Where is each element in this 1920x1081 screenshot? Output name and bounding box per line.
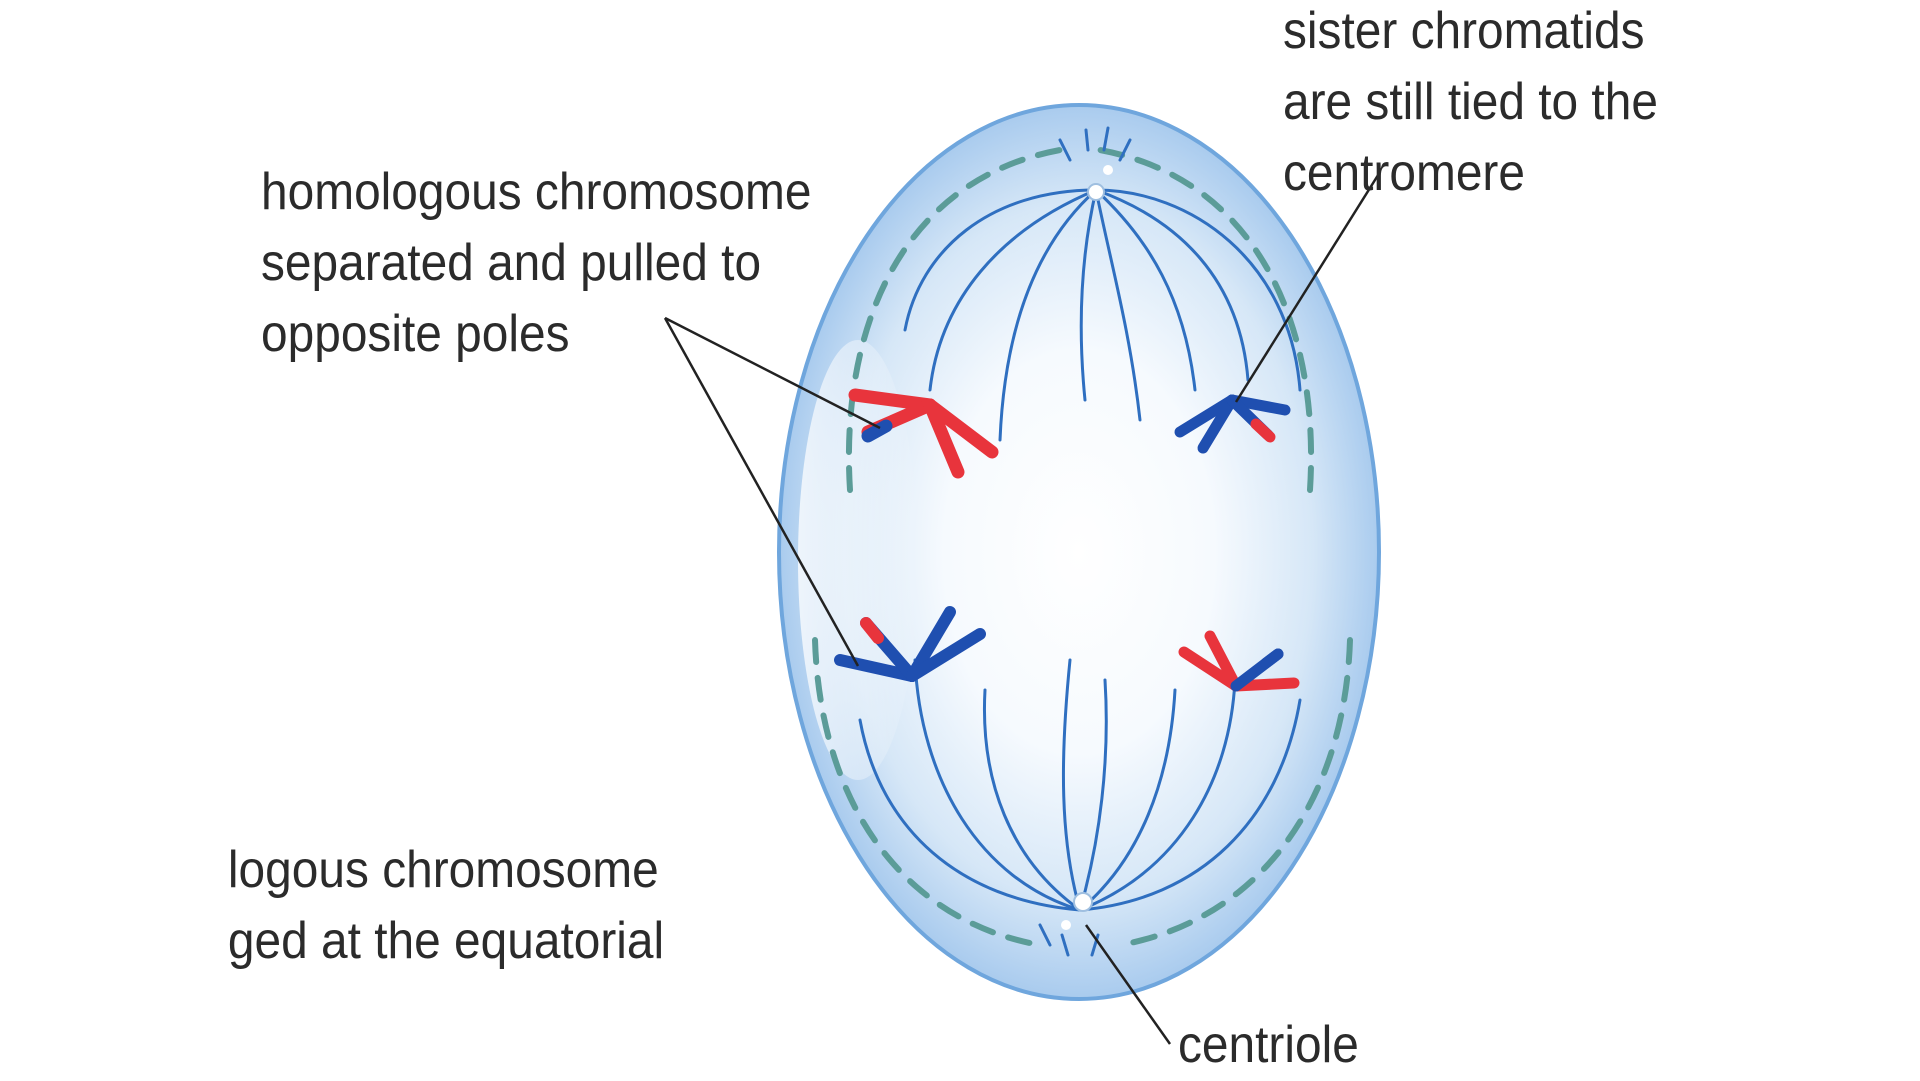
partial-equatorial-label: logous chromosome ged at the equatorial	[228, 835, 664, 977]
chromosome-bottom-left	[834, 606, 986, 682]
sister-chromatids-label: sister chromatids are still tied to the …	[1283, 0, 1658, 209]
sister-chromatids-line-3: centromere	[1283, 144, 1525, 202]
partial-label-clip: logous chromosome ged at the equatorial	[212, 835, 672, 995]
leader-homologous-top	[664, 316, 881, 430]
partial-line-1: logous chromosome	[227, 841, 659, 899]
nuclear-dashes	[812, 147, 1353, 948]
leader-sister-chromatids	[1234, 171, 1382, 403]
centriole-top	[1087, 165, 1113, 201]
homologous-separated-label: homologous chromosome separated and pull…	[261, 157, 811, 370]
partial-line-2: ged at the equatorial	[227, 912, 664, 970]
centriole-bottom	[1061, 892, 1093, 930]
cell-membrane	[777, 103, 1381, 1001]
sister-chromatids-line-2: are still tied to the	[1283, 73, 1658, 131]
chromosome-top-right	[1174, 394, 1291, 454]
homologous-separated-line-3: opposite poles	[261, 305, 570, 363]
leader-centriole	[1084, 924, 1172, 1045]
leader-lines	[663, 171, 1382, 1045]
leader-homologous-bottom	[663, 317, 860, 667]
spindle-fibers-top	[903, 126, 1302, 442]
sister-chromatids-line-1: sister chromatids	[1283, 2, 1645, 60]
homologous-separated-line-2: separated and pulled to	[261, 234, 762, 292]
cell	[777, 103, 1381, 1001]
chromosome-bottom-right	[1178, 630, 1300, 692]
spindle-fibers-bottom	[858, 658, 1302, 957]
centriole-label: centriole	[1178, 1016, 1359, 1074]
homologous-separated-line-1: homologous chromosome	[261, 163, 812, 221]
